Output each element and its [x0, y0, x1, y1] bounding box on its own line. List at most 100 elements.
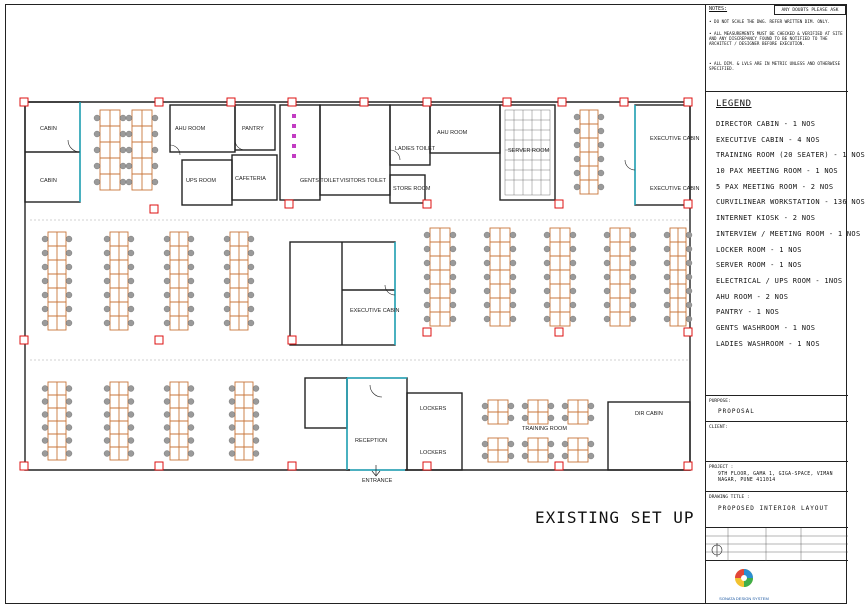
legend-item: EXECUTIVE CABIN - 4 NOS [716, 135, 820, 144]
drawing-title-existing-setup: EXISTING SET UP [535, 508, 695, 527]
drawing-title-section: DRAWING TITLE : PROPOSED INTERIOR LAYOUT [706, 492, 848, 528]
legend-item: SERVER ROOM - 1 NOS [716, 261, 802, 270]
chair [685, 231, 693, 239]
chair [483, 287, 491, 295]
legend-item: 10 PAX MEETING ROOM - 1 NOS [716, 167, 838, 176]
chair [587, 452, 595, 460]
chair [41, 277, 49, 285]
chair [603, 259, 611, 267]
chair [509, 259, 517, 267]
chair [603, 245, 611, 253]
chair [103, 437, 111, 444]
chair [481, 440, 489, 448]
chair [151, 178, 159, 186]
chair [685, 301, 693, 309]
chair [163, 450, 171, 457]
chair [543, 273, 551, 281]
chair [127, 277, 135, 285]
room-label-exec-cabin-mid: EXECUTIVE CABIN [650, 186, 700, 192]
chair [573, 113, 581, 121]
chair [569, 273, 577, 281]
chair [561, 414, 569, 422]
chair [629, 301, 637, 309]
chair [41, 235, 49, 243]
chair [187, 385, 195, 392]
chair [119, 114, 127, 122]
chair [103, 398, 111, 405]
chair [163, 235, 171, 243]
chair [223, 319, 231, 327]
chair [561, 402, 569, 410]
chair [597, 141, 605, 149]
chair [587, 402, 595, 410]
chair [127, 291, 135, 299]
chair [187, 437, 195, 444]
chair [629, 315, 637, 323]
chair [252, 437, 260, 444]
chair [483, 259, 491, 267]
chair [65, 424, 73, 431]
room-label-gents-toilet: GENTS TOILET [300, 178, 340, 184]
chair [41, 385, 49, 392]
chair [127, 424, 135, 431]
chair [247, 277, 255, 285]
chair [125, 162, 133, 170]
chair [125, 114, 133, 122]
chair [187, 319, 195, 327]
chair [573, 155, 581, 163]
legend-item: TRAINING ROOM (20 SEATER) - 1 NOS [716, 151, 865, 160]
chair [41, 411, 49, 418]
chair [247, 235, 255, 243]
chair [597, 127, 605, 135]
chair [483, 231, 491, 239]
chair [103, 291, 111, 299]
chair [481, 452, 489, 460]
chair [252, 385, 260, 392]
chair [41, 249, 49, 257]
drawing-sheet-border [5, 4, 847, 604]
chair [163, 291, 171, 299]
chair [65, 249, 73, 257]
note-item: • DO NOT SCALE THE DWG. REFER WRITTEN DI… [709, 19, 831, 24]
chair [187, 424, 195, 431]
purpose-section: PURPOSE: PROPOSAL [706, 396, 848, 422]
room-label-cabin-2: CABIN [40, 178, 57, 184]
chair [543, 287, 551, 295]
drawing-title-value: PROPOSED INTERIOR LAYOUT [718, 505, 829, 512]
chair [93, 162, 101, 170]
room-label-ahu-left: AHU ROOM [175, 126, 206, 132]
chair [509, 301, 517, 309]
chair [65, 385, 73, 392]
chair [187, 398, 195, 405]
room-label-training: TRAINING ROOM [522, 426, 567, 432]
chair [573, 169, 581, 177]
chair [163, 319, 171, 327]
chair [65, 277, 73, 285]
chair [252, 450, 260, 457]
chair [119, 178, 127, 186]
chair [449, 231, 457, 239]
chair [228, 450, 236, 457]
chair [228, 424, 236, 431]
chair [543, 315, 551, 323]
chair [103, 319, 111, 327]
chair [543, 301, 551, 309]
chair [569, 245, 577, 253]
note-item: • ALL DIM. & LVLS ARE IN METRIC UNLESS A… [709, 61, 841, 72]
chair [65, 411, 73, 418]
chair [151, 114, 159, 122]
purpose-label: PURPOSE: [709, 399, 731, 404]
chair [93, 146, 101, 154]
chair [507, 414, 515, 422]
revision-grid-lines [706, 528, 848, 561]
legend-item: LOCKER ROOM - 1 NOS [716, 245, 802, 254]
room-label-cafeteria: CAFETERIA [235, 176, 266, 182]
chair [629, 273, 637, 281]
chair [125, 130, 133, 138]
room-label-exec-cabin-left: EXECUTIVE CABIN [350, 308, 400, 314]
chair [187, 291, 195, 299]
chair [521, 440, 529, 448]
chair [483, 315, 491, 323]
chair [663, 287, 671, 295]
chair [125, 146, 133, 154]
